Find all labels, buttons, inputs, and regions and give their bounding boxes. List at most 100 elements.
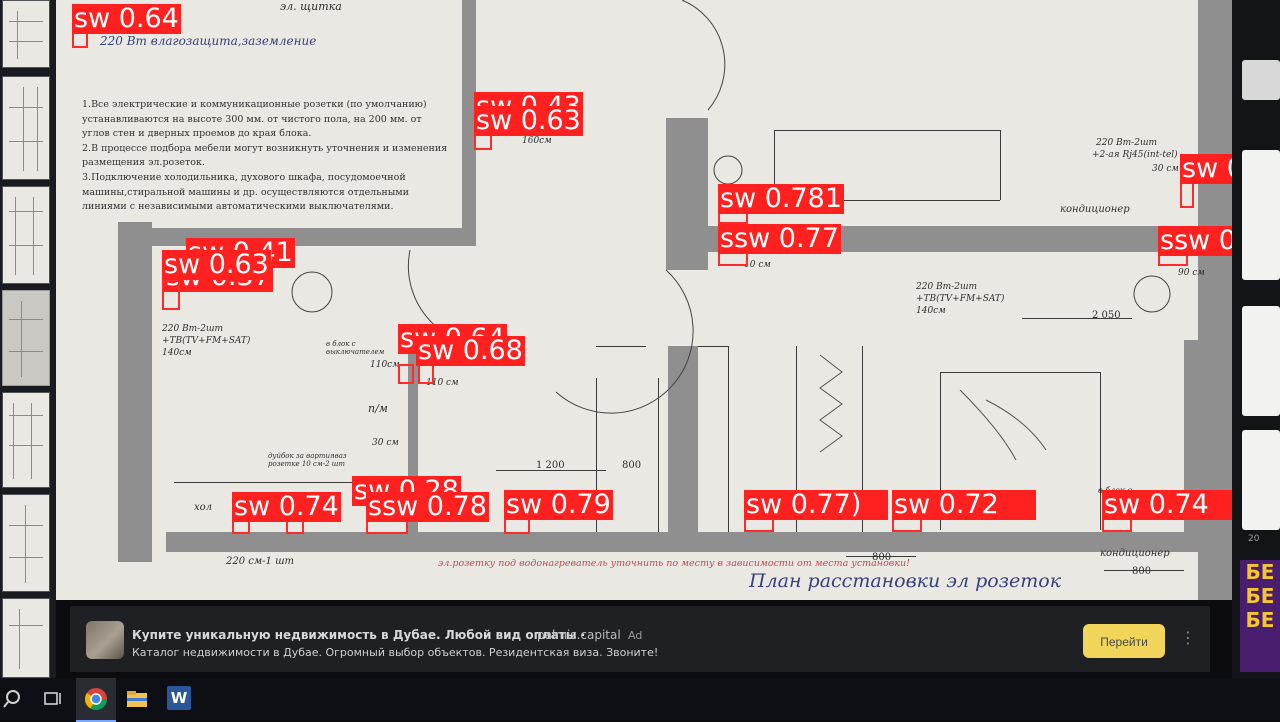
detection-box (398, 364, 414, 384)
detection-overlay: sw 0.64 sw 0.43 sw 0.63 sw 0.6 sw 0.781 … (72, 4, 1246, 534)
search-icon[interactable] (2, 686, 28, 712)
wall (462, 0, 476, 246)
plan-header-text: эл. щитка (280, 0, 342, 13)
dimension-label: 800 (1132, 566, 1152, 577)
plan-label: п/м (368, 402, 388, 415)
bed-outline (1100, 372, 1101, 530)
detection-label: sw 0.68 (416, 336, 525, 366)
wall (668, 346, 698, 532)
plan-label: 220 Вт-2шт (1096, 138, 1158, 148)
plan-label: 30 см (372, 438, 399, 448)
dimension-label: 800 (872, 552, 892, 563)
taskbar: W (0, 678, 1280, 722)
detection-label: sw 0.63 (162, 250, 271, 280)
note-1: 1.Все электрические и коммуникационные р… (82, 99, 427, 140)
right-thumbnail[interactable] (1242, 430, 1280, 530)
wall (1184, 340, 1198, 532)
page-thumbnail[interactable] (2, 598, 50, 678)
dimension-label: 800 (622, 460, 642, 471)
hall-outline (174, 482, 410, 483)
plan-label: 220 Вт-2шт (162, 324, 224, 334)
detection-label: ssw 0.58 (1158, 226, 1234, 256)
page-thumbnail[interactable] (2, 494, 50, 592)
closet-outline (698, 346, 728, 347)
plan-notes: 1.Все электрические и коммуникационные р… (82, 98, 452, 215)
detection-label: sw 0.79 (504, 490, 613, 520)
detection-box (418, 364, 434, 384)
water-heater-note: эл.розетку под водонагреватель уточнить … (438, 558, 910, 569)
plan-label: 140см (162, 348, 192, 358)
wall (666, 118, 708, 270)
dimension-label: 1 200 (536, 460, 565, 471)
dimension-label: 2 050 (1092, 310, 1121, 321)
page-thumbnail[interactable] (2, 76, 50, 180)
right-thumbnail[interactable] (1242, 306, 1280, 416)
page-thumbnail-strip (0, 0, 56, 678)
bed-outline (940, 372, 941, 530)
word-icon[interactable]: W (167, 686, 191, 710)
wardrobe-outline (596, 346, 646, 347)
plan-label: 90 см (1178, 268, 1205, 278)
detection-label: sw 0.74 (1102, 490, 1246, 520)
socket-note: 220 Вт влагозащита,заземление (100, 34, 317, 48)
more-options-icon[interactable]: ⋮ (1180, 628, 1196, 647)
right-thumbnail[interactable] (1242, 150, 1280, 280)
right-thumbnail[interactable] (1242, 60, 1280, 100)
dimension-line (1104, 570, 1184, 571)
sofa-outline (774, 200, 1000, 201)
detection-label: sw 0.74 (232, 492, 341, 522)
detection-label: sw 0.6 (1180, 154, 1234, 184)
wall (166, 532, 1206, 552)
detection-box (162, 280, 180, 310)
ad-domain[interactable]: palmis.capital (537, 628, 621, 642)
wall (408, 352, 418, 532)
sofa-outline (774, 130, 1000, 131)
closet-outline (862, 346, 863, 532)
ad-description: Каталог недвижимости в Дубае. Огромный в… (132, 646, 659, 659)
page-thumbnail[interactable] (2, 392, 50, 488)
bed-outline (940, 372, 1100, 373)
plan-label: 10 см (744, 260, 771, 270)
detection-label: ssw 0.78 (366, 492, 489, 522)
wall (118, 222, 152, 562)
wardrobe-outline (658, 378, 659, 532)
plan-label: 110 см (426, 378, 459, 388)
detection-label: sw 0.781 (718, 184, 845, 214)
detection-label: sw 0.72 (892, 490, 1036, 520)
wardrobe-outline (596, 378, 597, 532)
plan-label: хол (194, 502, 213, 513)
plan-label: +ТВ(TV+FM+SAT) (162, 336, 251, 346)
closet-outline (728, 346, 729, 532)
sofa-outline (1000, 130, 1001, 200)
ad-go-button[interactable]: Перейти (1083, 624, 1165, 658)
detection-label: ssw 0.77 (718, 224, 841, 254)
detection-label: sw 0.77) (744, 490, 888, 520)
plan-label: 160см (522, 136, 552, 146)
chrome-icon[interactable] (83, 686, 109, 712)
task-view-icon[interactable] (40, 686, 66, 712)
page-thumbnail-selected[interactable] (2, 290, 50, 386)
ad-title[interactable]: Купите уникальную недвижимость в Дубае. … (132, 628, 586, 642)
plan-title: План расстановки эл розеток (749, 570, 1062, 592)
plan-label: 30 см (1152, 164, 1179, 174)
plan-label: +2-ая Rj45(int-tel) (1092, 150, 1178, 160)
detection-label: sw 0.64 (72, 4, 181, 34)
ad-banner[interactable]: Купите уникальную недвижимость в Дубае. … (70, 606, 1210, 672)
plan-label: в блок с выключателем (326, 340, 385, 356)
detection-label: sw 0.63 (474, 106, 583, 136)
door-arcs (291, 0, 1171, 461)
file-explorer-icon[interactable] (124, 686, 150, 712)
plan-label: кондиционер (1060, 204, 1130, 215)
promo-banner[interactable]: БЕ БЕ БЕ (1240, 560, 1280, 672)
dimension-line (1022, 318, 1132, 319)
plan-label: 220 см-1 шт (226, 556, 295, 567)
page-thumbnail[interactable] (2, 0, 50, 68)
plan-label: 110см (370, 360, 400, 370)
page-count-badge: 20 (1248, 534, 1260, 544)
plan-label: кондиционер (1100, 548, 1170, 559)
ad-thumbnail-image (86, 621, 124, 659)
hall-outline (496, 470, 606, 471)
note-3: 3.Подключение холодильника, духового шка… (82, 171, 410, 213)
page-thumbnail[interactable] (2, 186, 50, 284)
closet-outline (796, 346, 797, 532)
